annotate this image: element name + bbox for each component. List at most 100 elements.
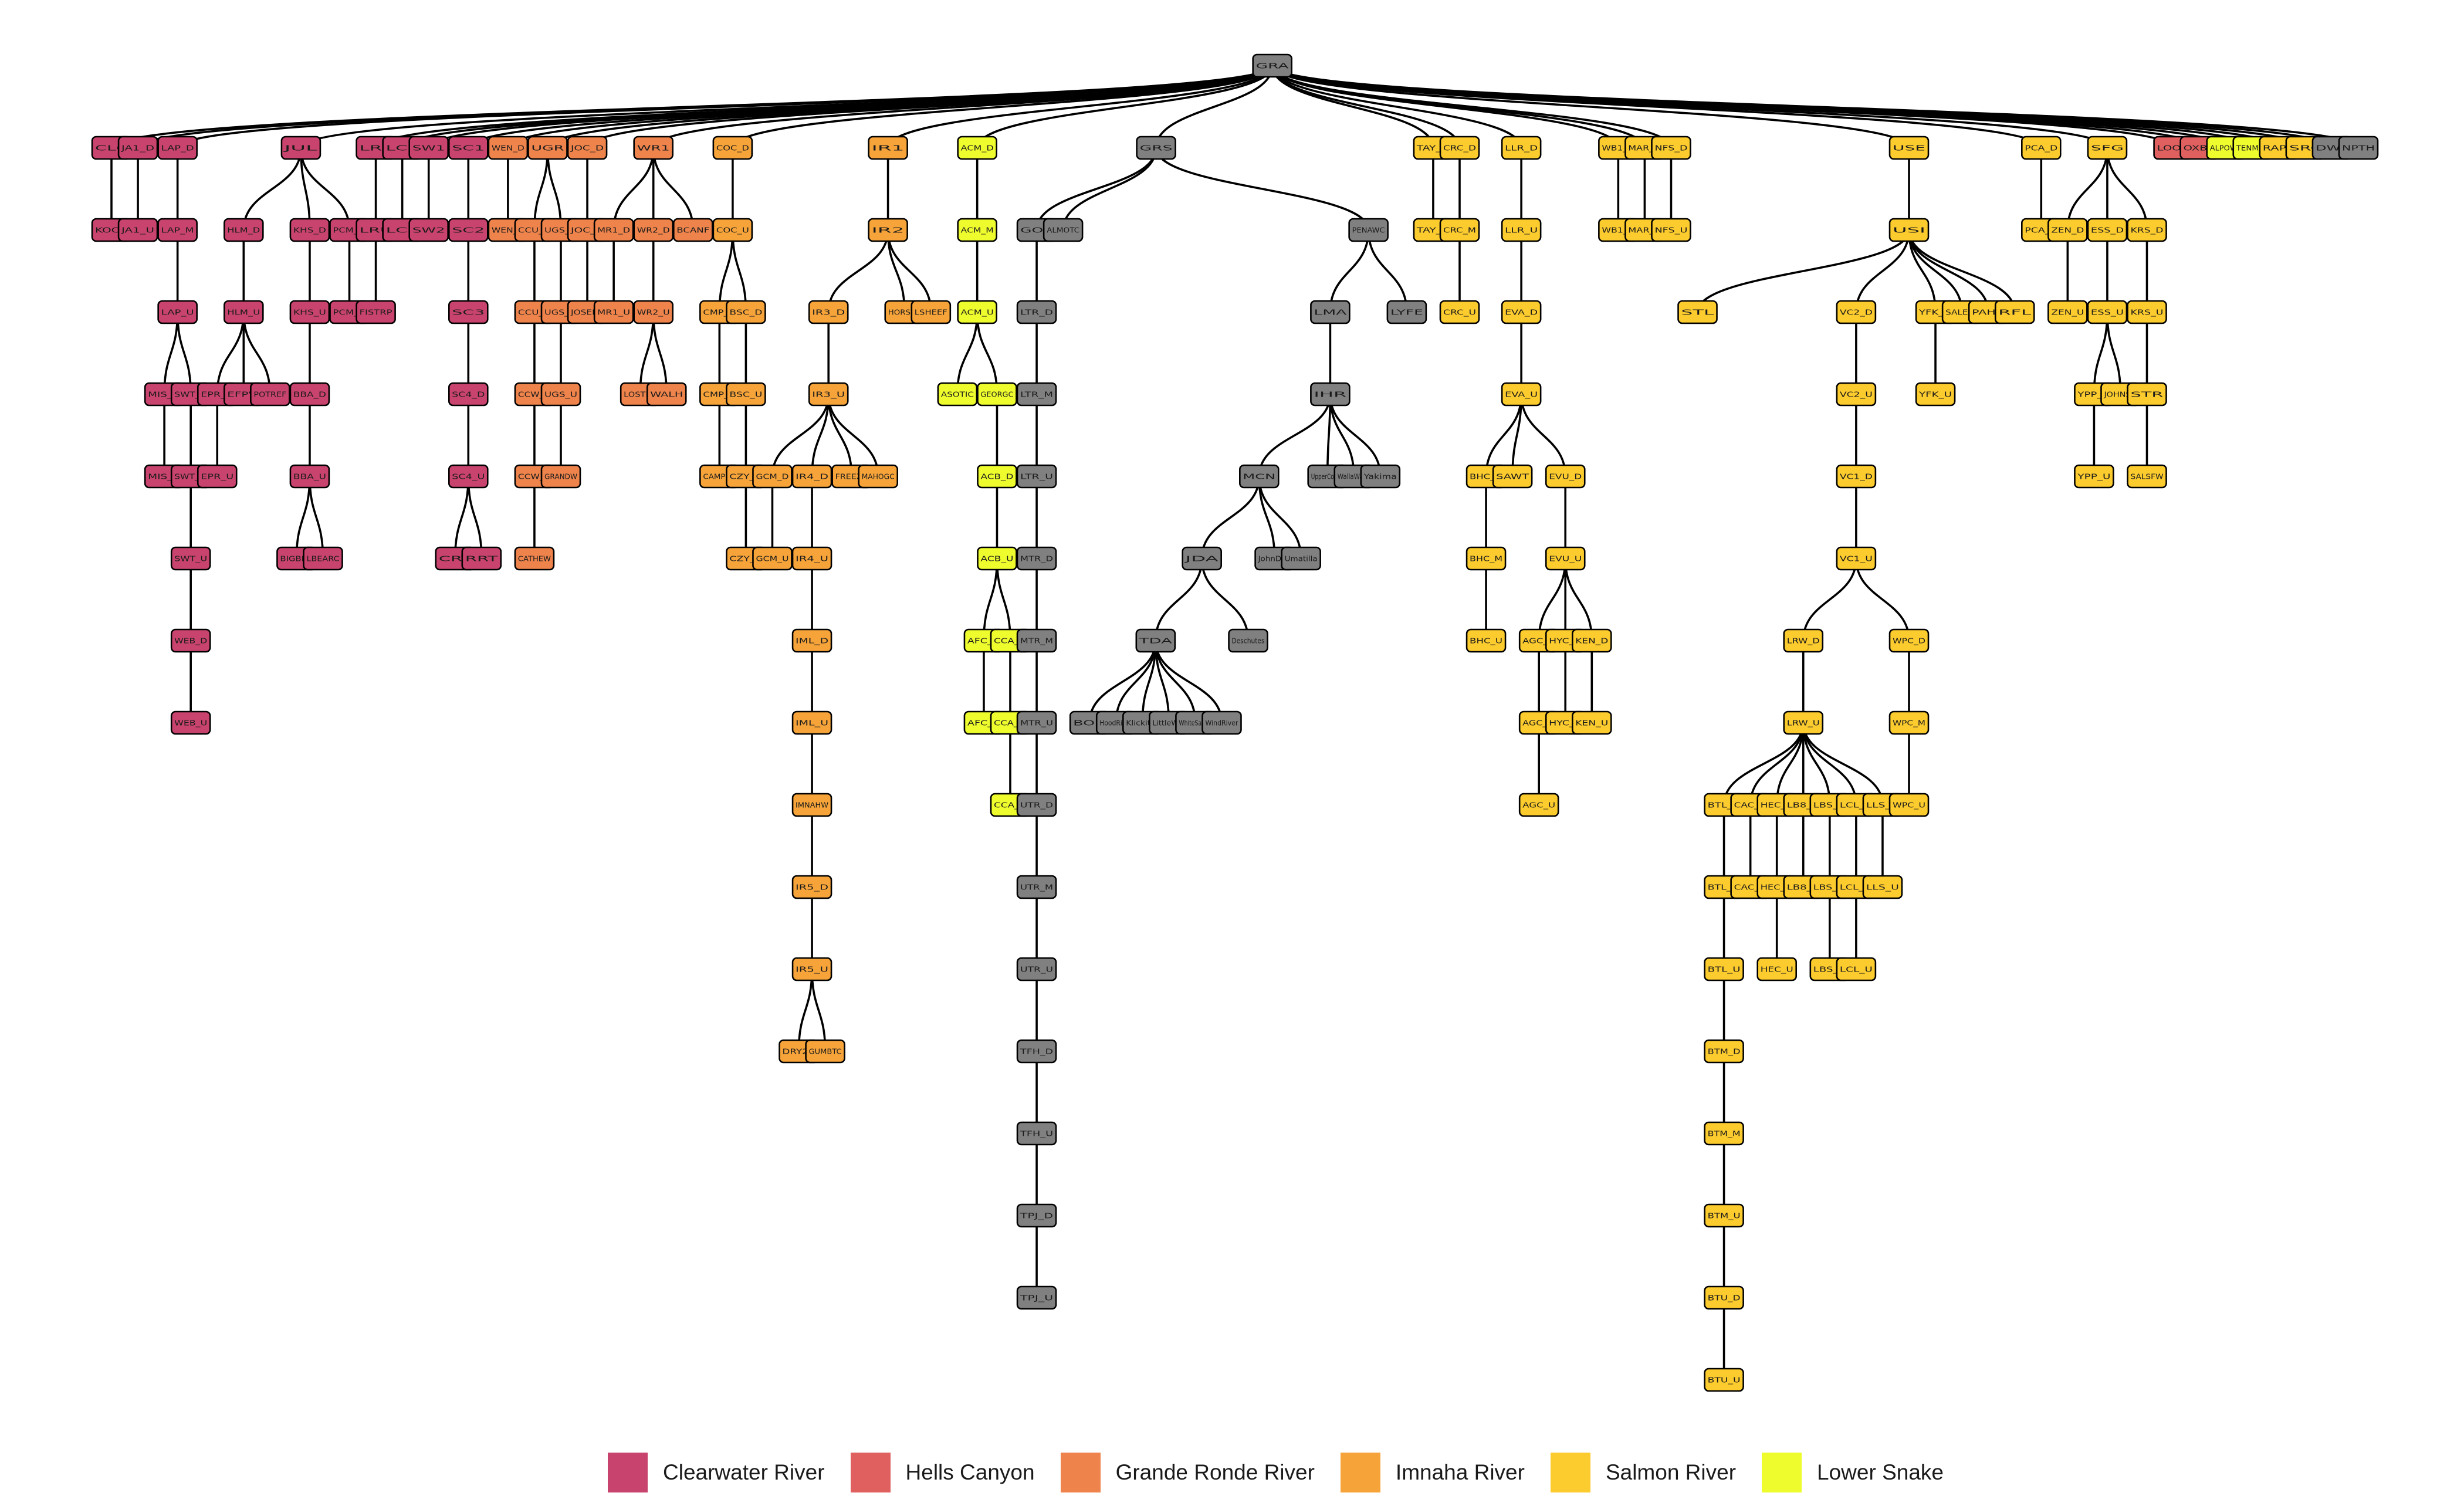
node-box [858, 464, 899, 489]
edge-IR2-IR3_D [827, 229, 889, 313]
legend-label: Lower Snake [1817, 1460, 1944, 1484]
node-box [1704, 1368, 1744, 1392]
node-label: LLR_U [1505, 226, 1538, 235]
node-label: BTM_D [1708, 1047, 1741, 1056]
node-label: USI [1893, 226, 1925, 235]
node-box [1704, 1203, 1744, 1228]
node-label: VC2_U [1840, 390, 1873, 399]
node-box [1783, 710, 1824, 735]
legend-label: Clearwater River [663, 1460, 825, 1484]
node-box [726, 382, 766, 407]
edge-LRW_U-HEC_D [1775, 722, 1805, 805]
edge-PENAWC-LMA [1329, 229, 1370, 313]
node-Deschutes: Deschutes [1228, 628, 1268, 653]
edge-ACB_U-CCA_D [996, 558, 1011, 641]
node-label: EVA_D [1505, 308, 1538, 317]
node-label: RRT [465, 554, 499, 563]
edge-JUL-PCM_D [300, 147, 351, 231]
node-VC2_U: VC2_U [1836, 382, 1877, 407]
node-label: HLM_U [227, 308, 260, 317]
node-BHC_U: BHC_U [1465, 628, 1507, 653]
node-label: POTREF [253, 390, 286, 399]
node-BSC_U: BSC_U [726, 382, 766, 407]
node-label: EVU_U [1549, 554, 1582, 563]
node-label: MR1_U [597, 308, 630, 317]
node-box [1016, 710, 1057, 735]
node-box [289, 218, 330, 242]
node-label: ZEN_D [2051, 226, 2084, 235]
node-label: BBA_D [293, 390, 326, 399]
node-box [1501, 218, 1542, 242]
node-GEORGC: GEORGC [977, 382, 1017, 407]
node-box [527, 136, 568, 160]
node-box [157, 218, 198, 242]
node-box [356, 300, 396, 324]
node-label: JUL [283, 144, 317, 153]
node-box [1439, 218, 1480, 242]
node-WR1: WR1 [633, 136, 674, 160]
node-label: JA1_U [120, 226, 154, 235]
edge-SC4_U-RRT [467, 476, 483, 559]
node-COC_D: COC_D [712, 136, 753, 160]
node-SALSFW: SALSFW [2127, 464, 2167, 489]
node-COC_U: COC_U [712, 218, 753, 242]
node-box [1310, 300, 1351, 324]
node-HLM_U: HLM_U [223, 300, 264, 324]
node-box [1201, 710, 1242, 735]
node-label: YFK_U [1918, 390, 1952, 399]
node-box [408, 136, 449, 160]
edge-WR2_U-LOSTIW [639, 312, 655, 395]
node-label: COC_U [716, 226, 749, 235]
node-ACM_M: ACM_M [957, 218, 997, 242]
node-box [712, 136, 753, 160]
node-box [1439, 136, 1480, 160]
node-label: STL [1681, 308, 1714, 317]
node-box [250, 382, 290, 407]
node-GRS: GRS [1136, 136, 1176, 160]
edge-JUL-KHS_D [300, 147, 311, 231]
edge-ACM_U-ASOTIC [956, 312, 979, 395]
node-label: HEC_U [1761, 965, 1793, 974]
edge-MCN-Umatilla [1258, 476, 1302, 559]
edge-GRA-USE [1271, 65, 1910, 148]
node-label: CATHEW [518, 554, 551, 563]
node-GUMBTC: GUMBTC [805, 1039, 845, 1064]
node-UTR_M: UTR_M [1016, 875, 1057, 899]
node-JDA: JDA [1182, 546, 1222, 571]
node-EPR_U: EPR_U [197, 464, 238, 489]
node-box [1994, 300, 2035, 324]
node-label: CRC_D [1443, 144, 1476, 153]
node-WR2_U: WR2_U [633, 300, 674, 324]
node-BBA_U: BBA_U [289, 464, 330, 489]
node-box [2087, 218, 2128, 242]
legend-swatch [1762, 1453, 1802, 1492]
node-label: WR2_D [637, 226, 670, 235]
node-box [448, 382, 489, 407]
node-ACB_U: ACB_U [977, 546, 1017, 571]
node-BTL_U: BTL_U [1704, 957, 1744, 981]
node-label: LLR_D [1505, 144, 1538, 153]
node-box [1465, 628, 1507, 653]
node-box [937, 382, 978, 407]
node-label: UGR [531, 144, 564, 153]
node-MR1_D: MR1_D [593, 218, 634, 242]
node-label: BHC_M [1470, 554, 1502, 563]
node-box [1501, 136, 1542, 160]
node-WPC_M: WPC_M [1888, 710, 1930, 735]
edge-IHR-WallaWalla [1329, 394, 1355, 477]
node-label: COC_D [716, 144, 749, 153]
node-IR3_U: IR3_U [808, 382, 849, 407]
legend-label: Salmon River [1605, 1460, 1737, 1484]
node-box [791, 793, 832, 817]
node-label: VC2_D [1840, 308, 1873, 317]
node-YPP_U: YPP_U [2074, 464, 2114, 489]
node-label: UGS_U [544, 390, 577, 399]
node-box [805, 1039, 845, 1064]
node-box [868, 218, 908, 242]
node-box [1545, 464, 1586, 489]
node-label: LRW_U [1787, 719, 1820, 727]
node-label: ACM_M [961, 226, 994, 235]
node-label: UTR_D [1020, 801, 1053, 810]
node-SAWT: SAWT [1492, 464, 1533, 489]
